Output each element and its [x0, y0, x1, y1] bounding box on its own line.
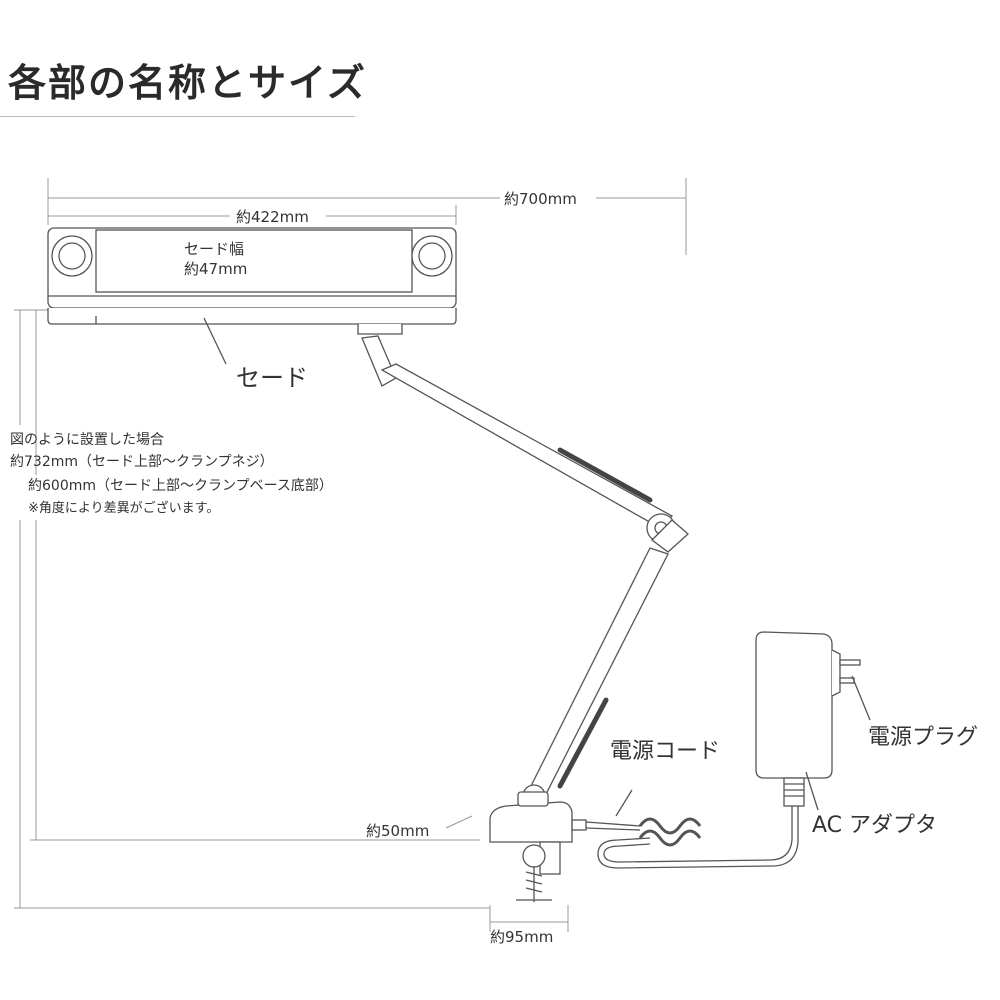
page-title: 各部の名称とサイズ	[8, 60, 367, 105]
shade-length-label: 約422mm	[236, 208, 309, 226]
shade-label: セード	[236, 364, 308, 392]
overall-width-label: 約700mm	[504, 190, 577, 208]
ac-adapter-label: AC アダプタ	[812, 813, 937, 838]
height-note-line4: ※角度により差異がございます。	[28, 500, 219, 516]
base-width-label: 約95mm	[490, 928, 553, 946]
ac-adapter	[203, 317, 871, 811]
power-cord	[585, 789, 799, 869]
lamp-arm	[361, 335, 689, 808]
power-cord-label: 電源コード	[610, 739, 720, 764]
power-plug-label: 電源プラグ	[868, 725, 978, 750]
height-note-line3: 約600mm（セード上部～クランプベース底部）	[28, 478, 333, 494]
shade-width-value: 約47mm	[184, 260, 247, 278]
base-height-label: 約50mm	[366, 822, 429, 840]
height-note-line1: 図のように設置した場合	[10, 432, 164, 448]
shade-width-title: セード幅	[184, 240, 244, 258]
lamp-shade	[47, 227, 457, 335]
height-note-line2: 約732mm（セード上部～クランプネジ）	[10, 454, 274, 470]
clamp-base	[489, 791, 587, 902]
title-divider	[0, 116, 355, 117]
arm-springs	[557, 447, 653, 789]
dimension-lines	[14, 178, 687, 932]
